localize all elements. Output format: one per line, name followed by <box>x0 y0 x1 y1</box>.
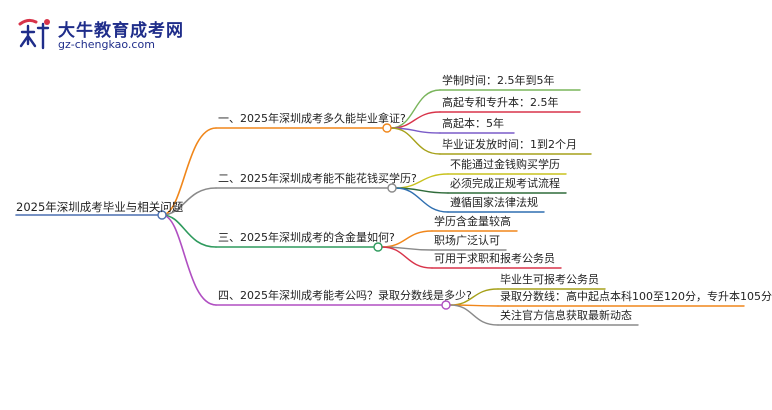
leaf-label[interactable]: 学制时间：2.5年到5年 <box>442 74 555 87</box>
branch-label[interactable]: 一、2025年深圳成考多久能毕业拿证? <box>218 112 406 125</box>
branch-label[interactable]: 四、2025年深圳成考能考公吗？录取分数线是多少? <box>218 289 472 302</box>
branch-label[interactable]: 二、2025年深圳成考能不能花钱买学历? <box>218 172 417 185</box>
leaf-label[interactable]: 录取分数线：高中起点本科100至120分，专升本105分 <box>500 290 772 303</box>
root-collapse-toggle[interactable] <box>157 210 167 220</box>
brand-logo-icon <box>18 18 50 50</box>
branch-collapse-toggle[interactable] <box>387 183 397 193</box>
leaf-label[interactable]: 不能通过金钱购买学历 <box>450 158 560 171</box>
mindmap-edges <box>15 89 745 326</box>
leaf-label[interactable]: 高起本：5年 <box>442 117 504 130</box>
branch-connector <box>161 214 217 306</box>
leaf-connector <box>390 127 441 155</box>
leaf-label[interactable]: 关注官方信息获取最新动态 <box>500 309 632 322</box>
leaf-label[interactable]: 职场广泛认可 <box>434 234 500 247</box>
leaf-label[interactable]: 必须完成正规考试流程 <box>450 177 560 190</box>
leaf-label[interactable]: 学历含金量较高 <box>434 215 511 228</box>
branch-label[interactable]: 三、2025年深圳成考的含金量如何? <box>218 231 395 244</box>
branch-collapse-toggle[interactable] <box>441 300 451 310</box>
branch-collapse-toggle[interactable] <box>382 123 392 133</box>
leaf-label[interactable]: 遵循国家法律法规 <box>450 196 538 209</box>
branch-collapse-toggle[interactable] <box>373 242 383 252</box>
leaf-connector <box>395 187 449 213</box>
brand-url: gz-chengkao.com <box>58 38 155 51</box>
leaf-label[interactable]: 毕业证发放时间：1到2个月 <box>442 138 577 151</box>
brand-name: 大牛教育成考网 <box>58 21 184 41</box>
root-node-label[interactable]: 2025年深圳成考毕业与相关问题 <box>16 200 184 214</box>
brand-logo[interactable]: 大牛教育成考网 gz-chengkao.com <box>14 14 204 54</box>
mindmap-canvas: 大牛教育成考网 gz-chengkao.com 2025年深圳成考毕业与相关问题… <box>14 14 772 326</box>
branch-connector <box>161 127 217 216</box>
branch-connector <box>161 214 217 248</box>
leaf-connector <box>381 246 433 269</box>
leaf-connector <box>449 304 499 326</box>
leaf-label[interactable]: 可用于求职和报考公务员 <box>434 252 555 265</box>
leaf-label[interactable]: 毕业生可报考公务员 <box>500 273 599 286</box>
branch-connector <box>161 187 217 216</box>
leaf-label[interactable]: 高起专和专升本：2.5年 <box>442 96 559 109</box>
